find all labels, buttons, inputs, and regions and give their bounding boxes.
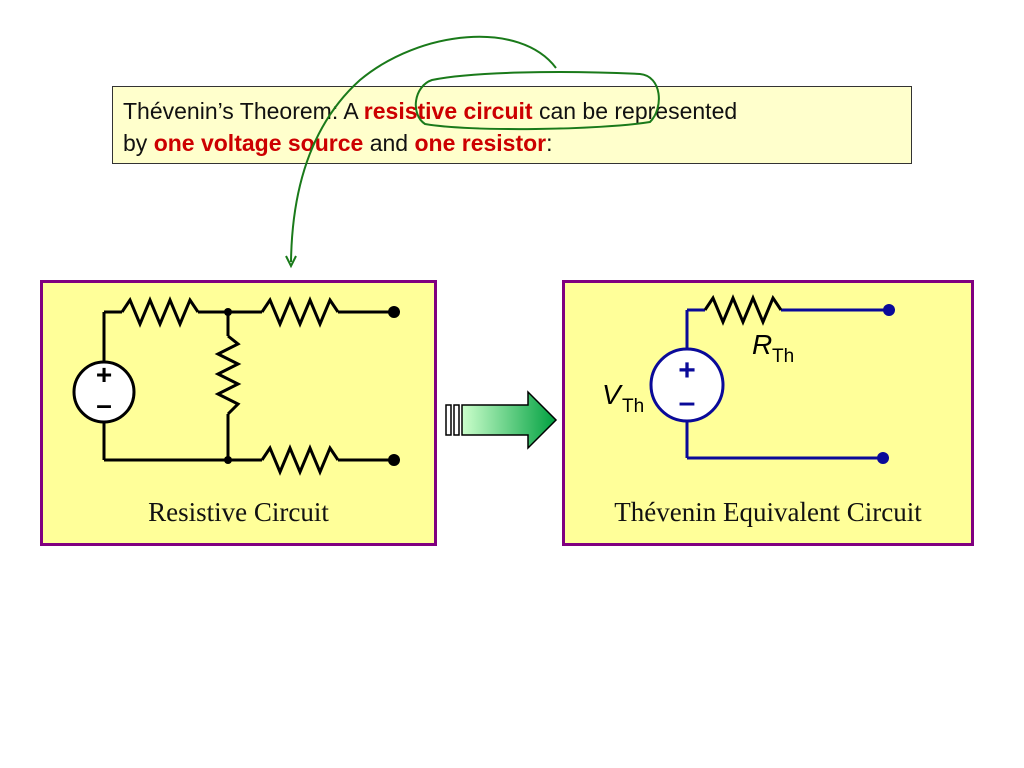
right-arrow-icon bbox=[445, 390, 558, 450]
resistive-circuit bbox=[72, 296, 394, 476]
resistor-top-left bbox=[120, 296, 200, 328]
minus-sign: – bbox=[96, 389, 112, 420]
terminal-bottom bbox=[388, 454, 400, 466]
thevenin-equivalent-panel bbox=[562, 280, 974, 546]
plus-sign: + bbox=[678, 354, 696, 387]
annotation-highlight bbox=[285, 35, 660, 269]
voltage-source bbox=[72, 360, 136, 424]
annotation-loop bbox=[414, 71, 660, 131]
minus-sign: – bbox=[679, 386, 696, 419]
highlight-resistor: one resistor bbox=[414, 130, 547, 156]
junction-dot bbox=[224, 456, 232, 464]
resistor-vertical bbox=[214, 334, 242, 416]
thevenin-voltage-source bbox=[649, 347, 725, 423]
theorem-text: by bbox=[123, 130, 154, 156]
resistor-top-right bbox=[260, 296, 340, 328]
thevenin-circuit bbox=[649, 308, 889, 460]
terminal-bottom bbox=[877, 452, 889, 464]
theorem-text: and bbox=[363, 130, 415, 156]
v-th-label: V bbox=[602, 379, 623, 410]
theorem-text: can be represented bbox=[532, 98, 738, 124]
r-th-label: R bbox=[752, 329, 772, 360]
theorem-text: Thévenin’s Theorem: A bbox=[123, 98, 364, 124]
terminal-top bbox=[388, 306, 400, 318]
annotation-arrowhead bbox=[285, 255, 297, 269]
r-th-subscript: Th bbox=[772, 346, 794, 367]
theorem-box: Thévenin’s Theorem: A resistive circuit … bbox=[112, 86, 912, 164]
arrow-body bbox=[461, 390, 558, 450]
highlight-resistive-circuit: resistive circuit bbox=[363, 98, 533, 124]
arrow-tail bbox=[453, 404, 460, 436]
plus-sign: + bbox=[96, 359, 112, 390]
highlight-voltage-source: one voltage source bbox=[153, 130, 364, 156]
resistor-bottom bbox=[260, 444, 340, 476]
junction-dot bbox=[224, 308, 232, 316]
terminal-top bbox=[883, 304, 895, 316]
theorem-text: : bbox=[546, 130, 553, 156]
annotation-connector bbox=[290, 35, 557, 263]
arrow-tail bbox=[445, 404, 452, 436]
resistive-circuit-caption: Resistive Circuit bbox=[148, 497, 329, 527]
v-th-subscript: Th bbox=[622, 396, 644, 417]
thevenin-caption: Thévenin Equivalent Circuit bbox=[614, 497, 922, 527]
thevenin-resistor bbox=[703, 294, 783, 326]
